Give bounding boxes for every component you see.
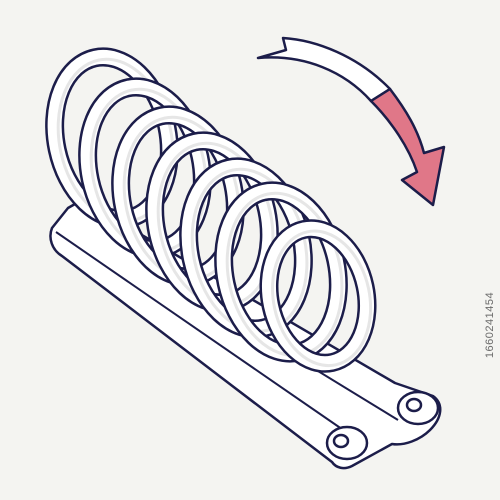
- coil-spring: [45, 47, 377, 373]
- coil-loop-front: [259, 219, 377, 373]
- stock-id-text: 1660241454: [484, 291, 496, 359]
- rotation-arrow-head: [369, 87, 446, 207]
- rotation-arrow-tail: [256, 36, 392, 103]
- rotation-arrow-icon: [256, 36, 446, 207]
- rod-end-right-hole: [405, 397, 423, 413]
- stock-id-watermark: 1660241454: [483, 250, 497, 400]
- base-seam: [55, 231, 353, 437]
- rod-end-left-hole: [332, 433, 350, 449]
